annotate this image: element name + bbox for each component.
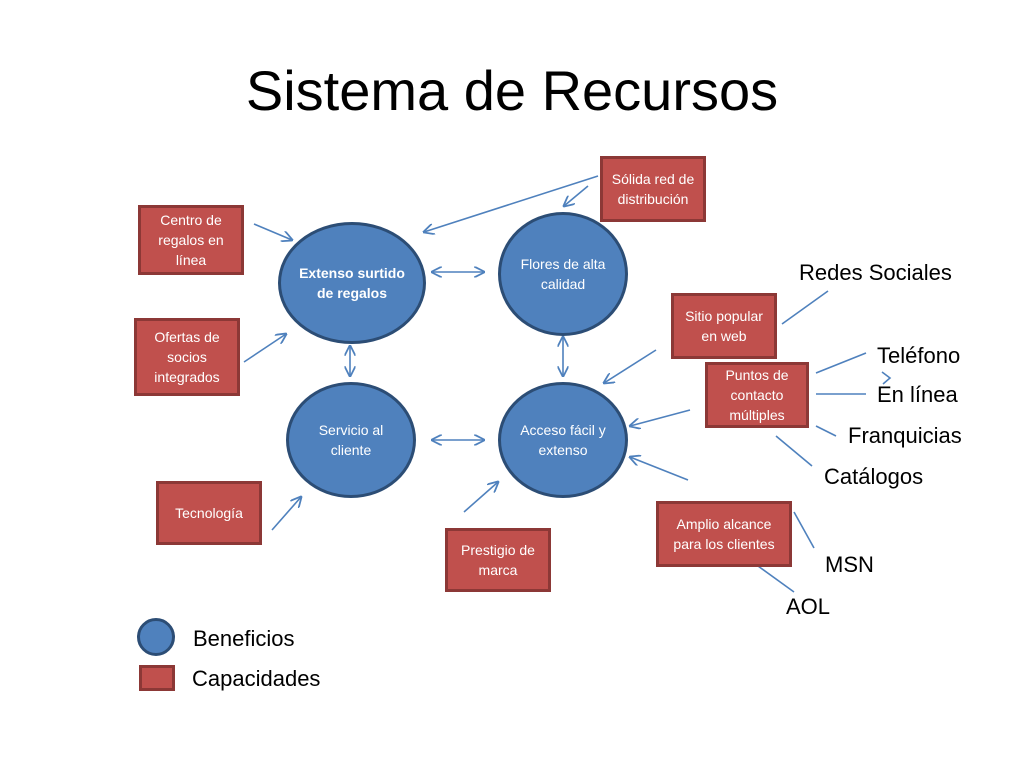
line-franquicias-puntos [815,425,837,437]
capability-puntos-label: Puntos de contacto múltiples [725,366,789,424]
arrow-centro-extenso [253,223,292,240]
arrow-solida-flores [564,185,589,206]
legend-benefit-swatch [137,618,175,656]
line-telefono-puntos [815,352,867,374]
capability-tecnologia: Tecnología [156,481,262,545]
label-redes-sociales: Redes Sociales [799,260,952,285]
page-title: Sistema de Recursos [245,59,779,122]
legend-capability-label: Capacidades [192,666,321,691]
capability-amplio-alcance: Amplio alcance para los clientes [656,501,792,567]
benefit-extenso-surtido: Extenso surtido de regalos [278,222,426,344]
line-aol-amplio [757,565,795,593]
line-msn-amplio [793,511,815,549]
capability-prestigio-label: Prestigio de marca [461,541,535,578]
benefit-acceso-facil: Acceso fácil y extenso [498,382,628,498]
line-redes-sitio [781,290,829,325]
benefit-extenso-label: Extenso surtido de regalos [299,264,405,301]
arrow-tecnologia-servicio [271,497,301,531]
arrow-sitio-acceso [604,349,657,383]
label-telefono: Teléfono [877,343,961,368]
capability-ofertas-label: Ofertas de socios integrados [154,328,220,386]
capability-tecnologia-label: Tecnología [175,504,243,521]
capability-solida-red: Sólida red de distribución [600,156,706,222]
benefit-servicio-cliente: Servicio al cliente [286,382,416,498]
arrow-solida-extenso [424,175,599,232]
capability-prestigio-marca: Prestigio de marca [445,528,551,592]
line-telefono-hook [881,371,892,385]
label-franquicias: Franquicias [848,423,962,448]
capability-puntos-contacto: Puntos de contacto múltiples [705,362,809,428]
capability-amplio-label: Amplio alcance para los clientes [673,515,775,552]
capability-centro-label: Centro de regalos en línea [158,211,224,269]
label-en-linea: En línea [877,382,958,407]
arrow-ofertas-extenso [243,334,286,363]
benefit-acceso-label: Acceso fácil y extenso [520,421,606,458]
benefit-flores-label: Flores de alta calidad [520,255,606,292]
capability-solida-label: Sólida red de distribución [611,170,695,207]
arrow-prestigio-acceso [463,482,498,513]
benefit-servicio-label: Servicio al cliente [318,421,384,458]
line-catalogos-puntos [775,435,813,467]
label-msn: MSN [825,552,874,577]
label-aol: AOL [786,594,831,619]
capability-centro-regalos: Centro de regalos en línea [138,205,244,275]
arrow-puntos-acceso [630,409,691,426]
label-catalogos: Catálogos [824,464,924,489]
capability-ofertas-socios: Ofertas de socios integrados [134,318,240,396]
benefit-flores-calidad: Flores de alta calidad [498,212,628,336]
capability-sitio-label: Sitio popular en web [685,307,763,344]
arrow-amplio-acceso [630,457,689,481]
legend-capability-swatch [139,665,175,691]
capability-sitio-popular: Sitio popular en web [671,293,777,359]
legend-benefit-label: Beneficios [193,626,295,651]
